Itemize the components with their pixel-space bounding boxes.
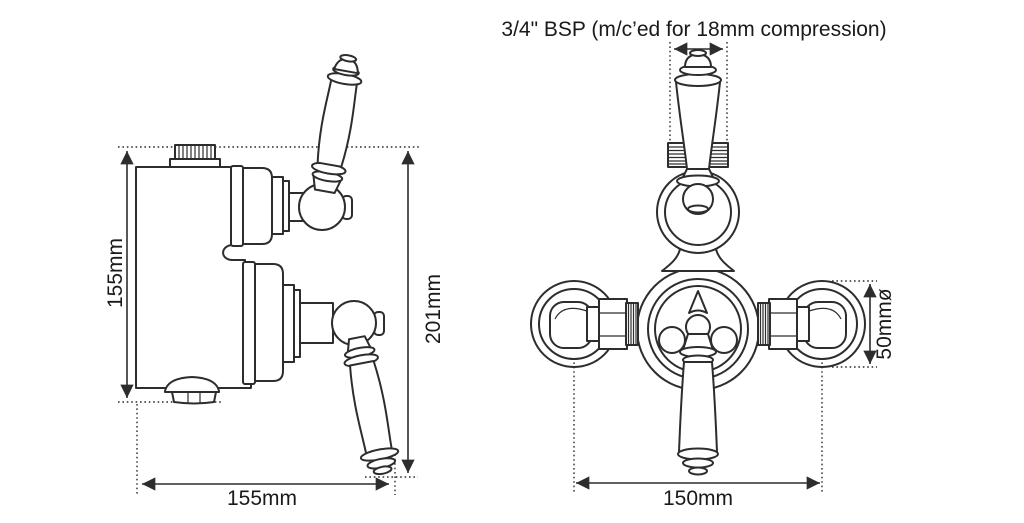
side-dim-depth: 155mm: [142, 477, 389, 510]
front-view: 3/4" BSP (m/c’ed for 18mm compression): [501, 18, 896, 510]
front-dim-width: 150mm: [573, 358, 823, 510]
front-dial: [658, 290, 738, 354]
side-height-label: 155mm: [104, 238, 127, 308]
front-neck: [661, 248, 735, 272]
front-bottom-handle: [677, 333, 719, 476]
side-depth-label: 155mm: [227, 487, 297, 510]
side-bottom-cartridge: [242, 261, 385, 385]
bsp-dim-arrow: [669, 42, 728, 168]
front-top-handle: [674, 49, 722, 215]
side-extension-lines: [118, 146, 420, 495]
side-top-cartridge: [230, 165, 353, 247]
side-dim-overall-height: 201mm: [401, 151, 445, 473]
centres-width-label: 150mm: [663, 487, 733, 510]
side-top-handle: [311, 54, 363, 194]
side-bottom-handle: [343, 335, 400, 476]
side-dim-height: 155mm: [104, 151, 134, 398]
side-view: 155mm 201mm 155mm: [104, 54, 445, 510]
dial-pointer: [688, 290, 708, 314]
side-outlet-cap: [164, 376, 220, 405]
front-dim-plate-diameter: 50mmø: [832, 280, 896, 368]
plate-diameter-label: 50mmø: [873, 288, 896, 359]
side-overall-height-label: 201mm: [422, 274, 445, 344]
side-inlet-thread: [169, 144, 221, 169]
bsp-note: 3/4" BSP (m/c’ed for 18mm compression): [501, 18, 886, 41]
